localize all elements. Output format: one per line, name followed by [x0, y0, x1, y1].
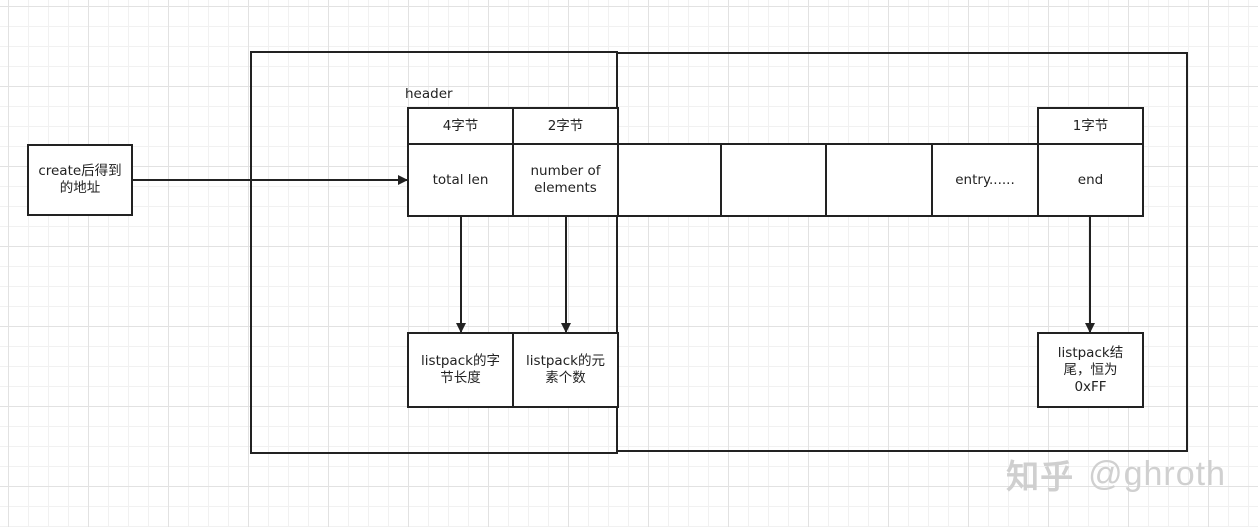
watermark-handle: @ghroth: [1088, 454, 1226, 493]
watermark: 知乎 @ghroth: [1006, 450, 1226, 498]
byte-label-total-len: 4字节: [407, 107, 514, 145]
cell-end: end: [1037, 143, 1144, 217]
cell-entry-2: [720, 143, 827, 217]
header-label: header: [405, 86, 453, 102]
desc-num-elements: listpack的元 素个数: [512, 332, 619, 408]
cell-entry-more: entry......: [931, 143, 1039, 217]
listpack-frame: [616, 52, 1188, 452]
cell-entry-1: [617, 143, 722, 217]
cell-total-len: total len: [407, 143, 514, 217]
start-address-box: create后得到 的地址: [27, 144, 133, 216]
desc-total-len: listpack的字 节长度: [407, 332, 514, 408]
cell-num-elements: number of elements: [512, 143, 619, 217]
watermark-brand: 知乎: [1006, 457, 1075, 496]
cell-entry-3: [825, 143, 933, 217]
byte-label-num-elements: 2字节: [512, 107, 619, 145]
byte-label-end: 1字节: [1037, 107, 1144, 145]
desc-end: listpack结 尾，恒为 0xFF: [1037, 332, 1144, 408]
